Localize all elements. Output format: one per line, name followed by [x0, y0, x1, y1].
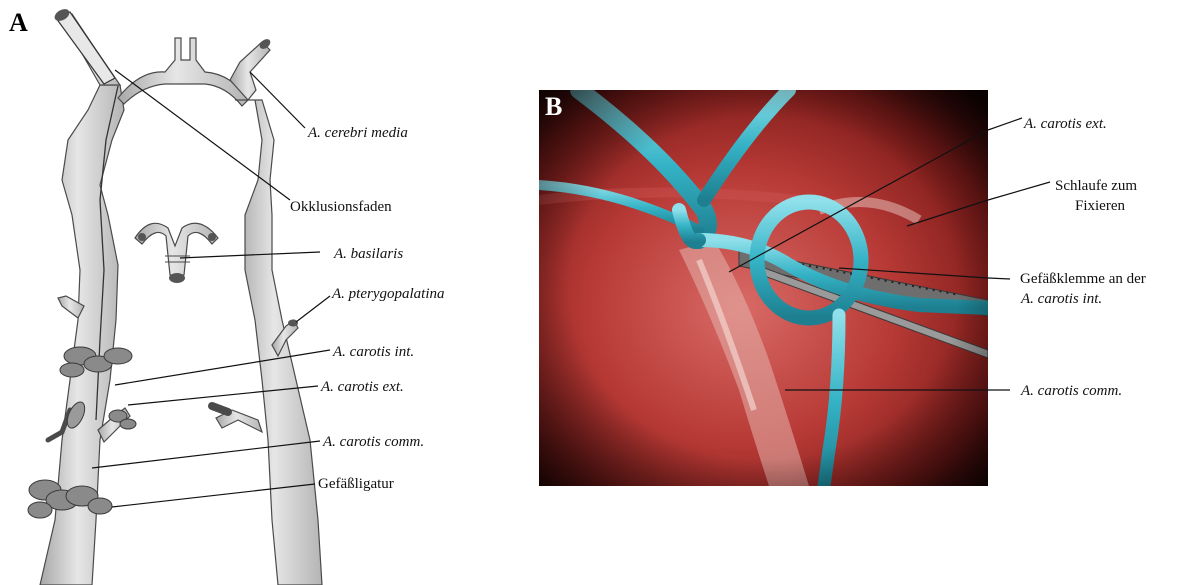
label-b-schlaufe-line2: Fixieren — [1075, 197, 1125, 215]
label-b-schlaufe-line1: Schlaufe zum — [1055, 177, 1137, 195]
label-b-klemme-line2: A. carotis int. — [1021, 290, 1102, 308]
label-b-klemme-line1: Gefäßklemme an der — [1020, 270, 1146, 288]
label-b-carotis-comm: A. carotis comm. — [1021, 382, 1122, 400]
panel-b-letter: B — [545, 92, 562, 122]
label-b-carotis-ext: A. carotis ext. — [1024, 115, 1107, 133]
